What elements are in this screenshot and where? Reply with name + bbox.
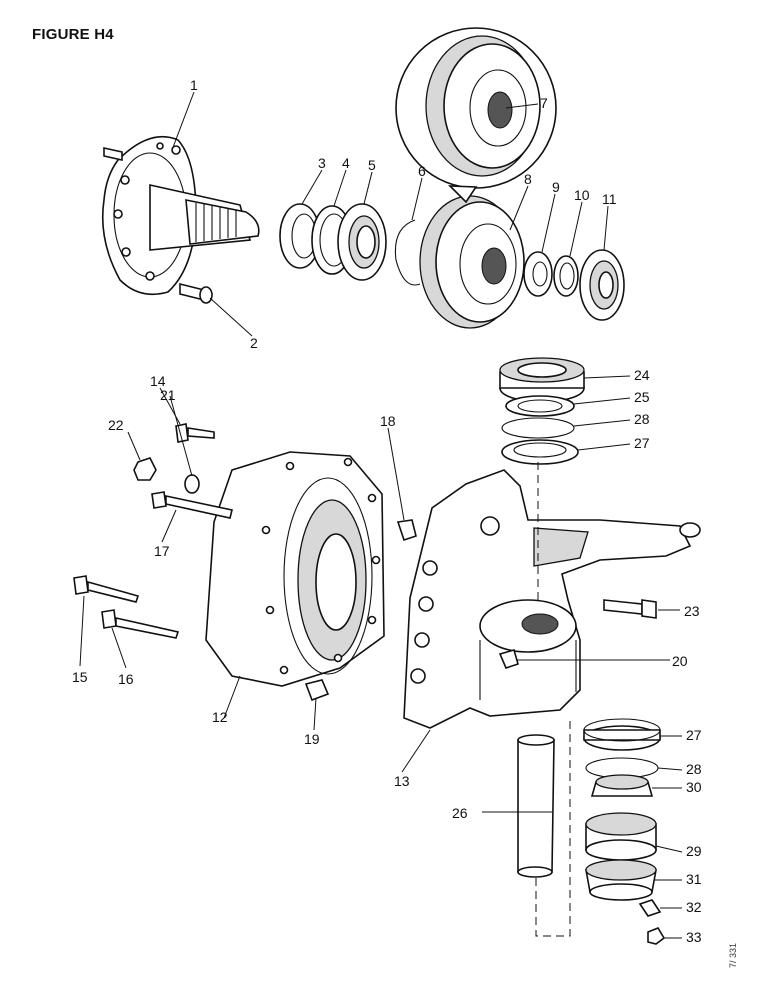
stud-part-17 (151, 491, 233, 519)
bearing-cone-part-30 (590, 774, 654, 797)
callout-labels: 1 2 3 4 5 6 7 8 9 10 11 12 13 14 15 16 1… (72, 77, 702, 945)
o-ring-part-28-upper (501, 417, 575, 439)
callout-12: 12 (212, 709, 228, 725)
callout-28-upper: 28 (634, 411, 650, 427)
callout-26: 26 (452, 805, 468, 821)
callout-14: 14 (150, 373, 166, 389)
drive-flange-part-1 (101, 136, 260, 296)
bolt-part-16 (101, 609, 180, 639)
bearing-cone-part-3 (279, 203, 321, 269)
leader-lines (79, 91, 683, 939)
callout-7: 7 (540, 95, 548, 111)
callout-8: 8 (524, 171, 532, 187)
callout-22: 22 (108, 417, 124, 433)
callout-24: 24 (634, 367, 650, 383)
callout-20: 20 (672, 653, 688, 669)
callout-16: 16 (118, 671, 134, 687)
breather-part-18 (396, 519, 417, 542)
callout-4: 4 (342, 155, 350, 171)
callout-30: 30 (686, 779, 702, 795)
gear-part-8 (419, 195, 525, 329)
callout-3: 3 (318, 155, 326, 171)
nut-part-22 (133, 457, 157, 481)
seal-part-27-upper (501, 439, 579, 465)
kingpin-part-26 (517, 734, 555, 878)
callout-6: 6 (418, 163, 426, 179)
bearing-part-5 (337, 203, 387, 281)
callout-31: 31 (686, 871, 702, 887)
callout-27-lower: 27 (686, 727, 702, 743)
callout-1: 1 (190, 77, 198, 93)
callout-19: 19 (304, 731, 320, 747)
housing-part-12 (205, 451, 385, 687)
callout-28-lower: 28 (686, 761, 702, 777)
callout-29: 29 (686, 843, 702, 859)
bolt-part-15 (73, 575, 140, 603)
lock-tab-part-32 (638, 899, 662, 917)
ring-part-10 (553, 255, 579, 297)
nut-part-33 (647, 927, 666, 945)
tab-washer-part-9 (523, 251, 553, 297)
washer-part-21 (184, 474, 200, 494)
callout-10: 10 (574, 187, 590, 203)
bolt-part-14 (175, 423, 215, 443)
cap-part-31 (585, 859, 657, 901)
callout-13: 13 (394, 773, 410, 789)
detail-bubble-part-7 (395, 27, 557, 204)
callout-27-upper: 27 (634, 435, 650, 451)
callout-21: 21 (160, 387, 176, 403)
bearing-part-11 (579, 249, 625, 321)
circlip-part-6 (394, 219, 421, 286)
callout-9: 9 (552, 179, 560, 195)
callout-23: 23 (684, 603, 700, 619)
stud-part-2 (179, 282, 213, 304)
figure-title: FIGURE H4 (32, 26, 114, 43)
swivel-housing-part-13 (403, 469, 701, 729)
shim-part-25 (505, 395, 575, 417)
bearing-cup-part-24 (499, 357, 585, 403)
callout-15: 15 (72, 669, 88, 685)
callout-2: 2 (250, 335, 258, 351)
callout-32: 32 (686, 899, 702, 915)
assembly-centerlines (535, 462, 571, 937)
callout-11: 11 (602, 191, 617, 207)
bolt-part-20 (498, 649, 519, 669)
callout-18: 18 (380, 413, 396, 429)
bolt-part-23 (603, 599, 657, 619)
bearing-cup-part-29 (585, 812, 657, 861)
plug-part-19 (304, 679, 330, 702)
callout-25: 25 (634, 389, 650, 405)
callout-5: 5 (368, 157, 376, 173)
seal-part-27-lower (583, 718, 661, 751)
callout-17: 17 (154, 543, 170, 559)
callout-33: 33 (686, 929, 702, 945)
